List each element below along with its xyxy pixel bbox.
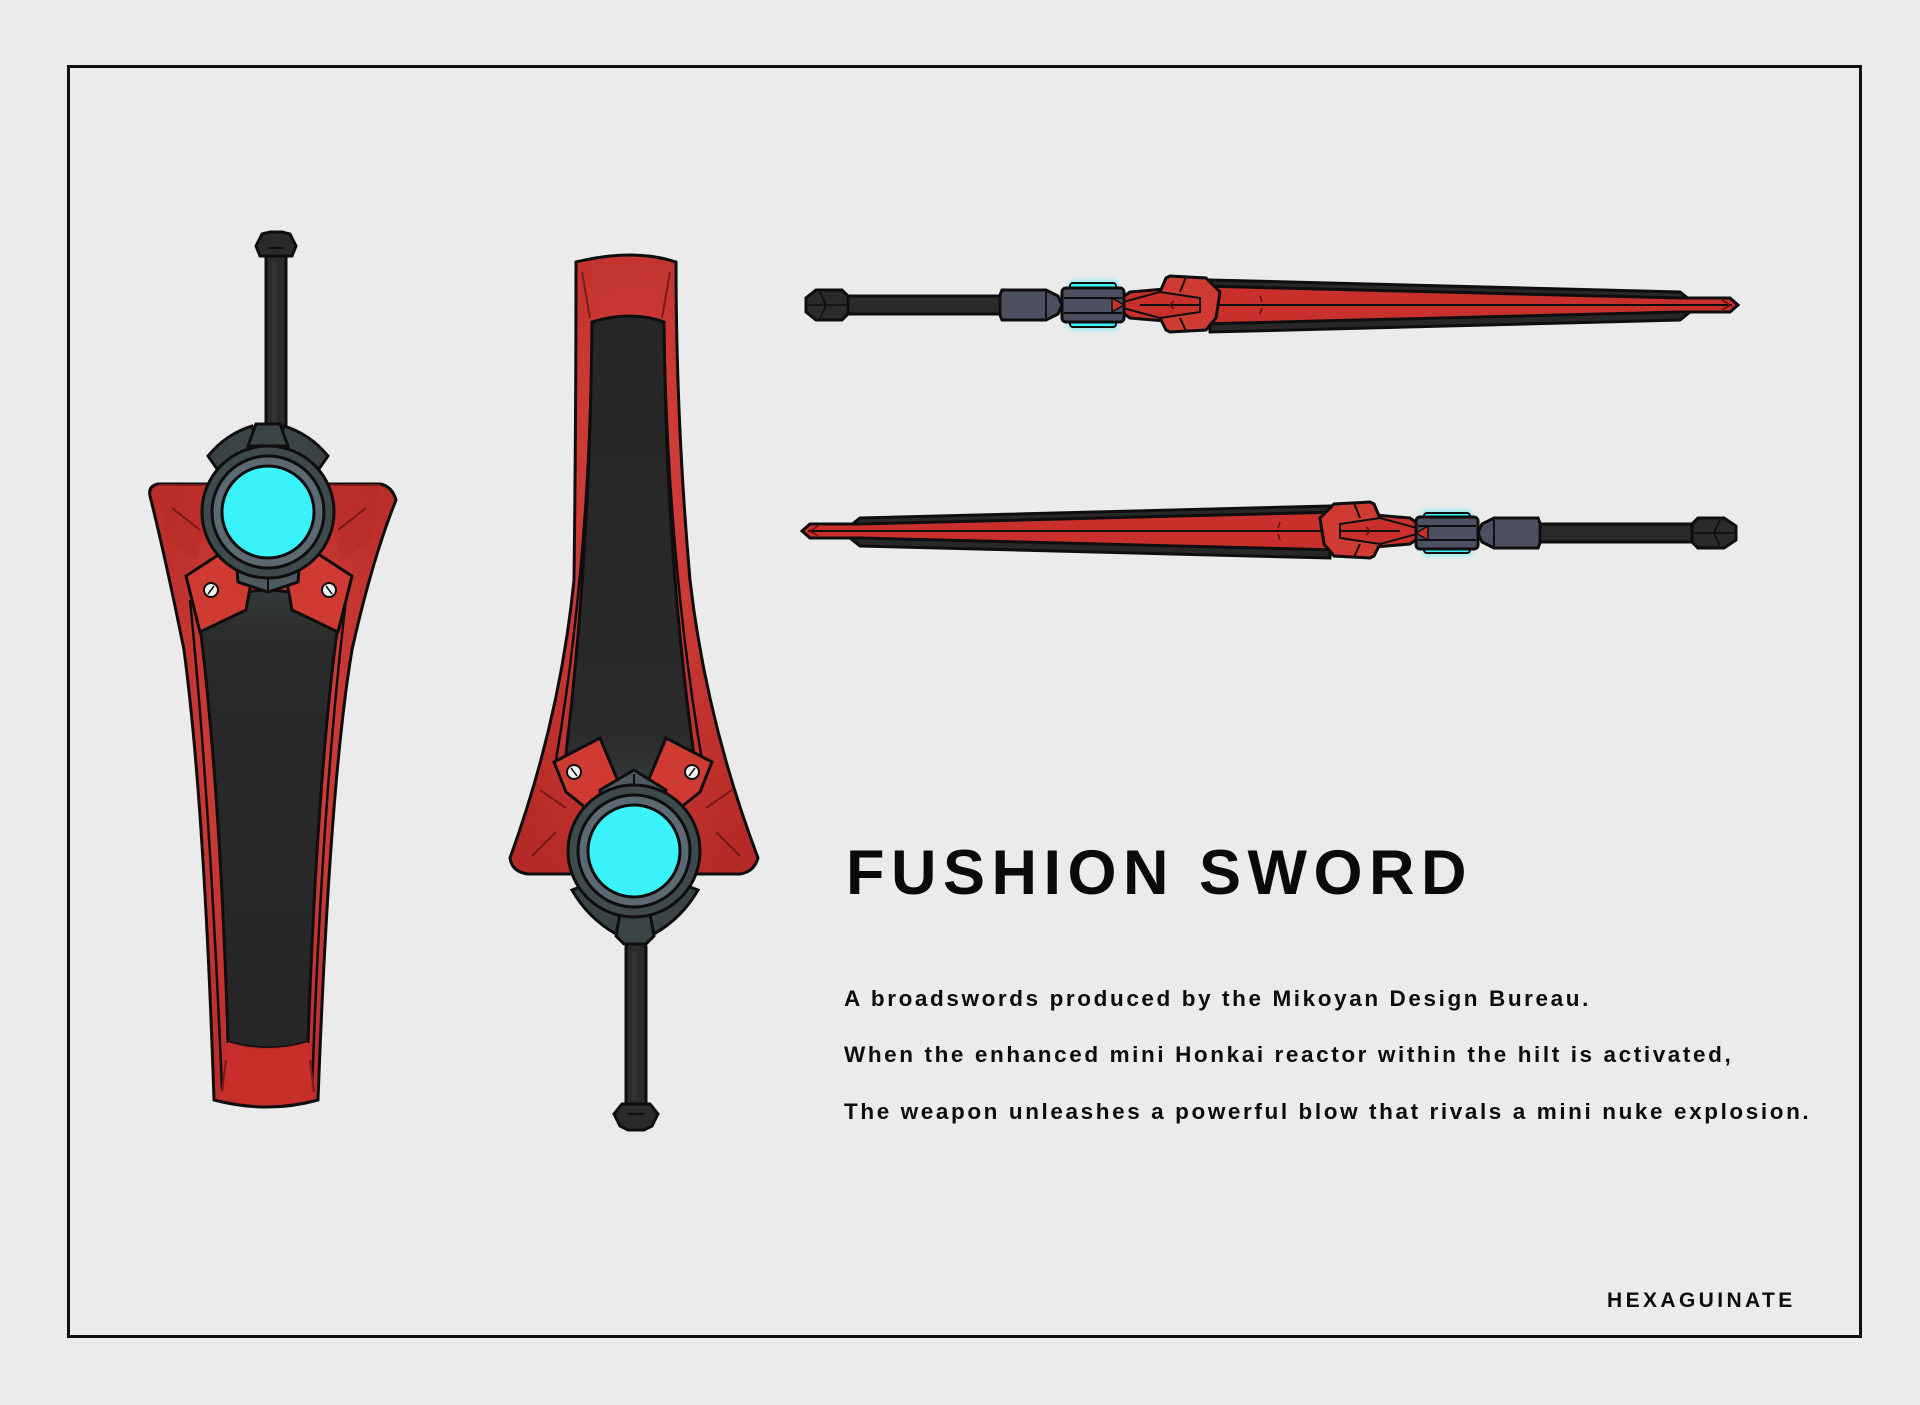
pommel-icon (612, 1102, 660, 1132)
artist-signature: HEXAGUINATE (1607, 1289, 1796, 1312)
pommel-icon (254, 230, 298, 258)
front-view-sword (148, 230, 398, 1109)
reactor-core-icon (586, 803, 682, 899)
sheet-frame (67, 65, 1862, 1338)
reactor-core-icon (220, 464, 316, 560)
back-view-sword (508, 253, 760, 1132)
description-line-2: When the enhanced mini Honkai reactor wi… (844, 1042, 1734, 1067)
description-line-1: A broadswords produced by the Mikoyan De… (844, 986, 1591, 1011)
side-view-bottom-sword (799, 500, 1738, 560)
side-view-top-sword (804, 274, 1741, 334)
sheet-title: FUSHION SWORD (846, 838, 1473, 908)
description-line-3: The weapon unleashes a powerful blow tha… (844, 1099, 1812, 1124)
